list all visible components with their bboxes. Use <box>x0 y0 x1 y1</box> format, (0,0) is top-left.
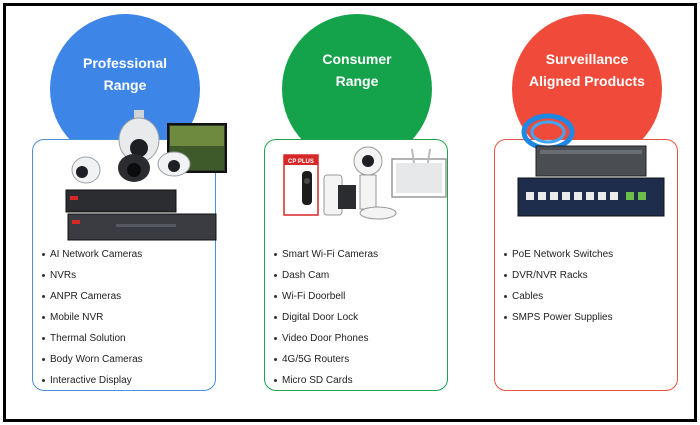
surveillance-aligned-list: PoE Network Switches DVR/NVR Racks Cable… <box>504 244 679 328</box>
surveillance-aligned-heading: Surveillance Aligned Products <box>512 48 662 92</box>
bullet-camera-icon <box>71 151 191 184</box>
infographic-frame: Professional Range <box>3 3 697 422</box>
surveillance-aligned-column: Surveillance Aligned Products <box>490 6 700 419</box>
list-item: Video Door Phones <box>274 328 449 349</box>
list-item: Micro SD Cards <box>274 370 449 391</box>
heading-line-1: Surveillance <box>545 51 629 67</box>
wifi-camera-icon <box>323 146 383 216</box>
professional-range-list: AI Network Cameras NVRs ANPR Cameras Mob… <box>42 244 217 391</box>
professional-products-image <box>65 110 227 241</box>
doorbell-icon <box>302 171 312 205</box>
heading-line-2: Range <box>103 77 147 93</box>
list-item: Wi-Fi Doorbell <box>274 286 449 307</box>
list-item: Dash Cam <box>274 265 449 286</box>
surveillance-products-image <box>517 113 665 217</box>
dome-camera-icon <box>118 110 160 163</box>
cp-plus-logo: CP PLUS <box>288 159 314 165</box>
list-item: PoE Network Switches <box>504 244 679 265</box>
video-door-phone-icon <box>391 148 447 198</box>
consumer-range-list: Smart Wi-Fi Cameras Dash Cam Wi-Fi Doorb… <box>274 244 449 391</box>
dvr-rack-icon <box>535 145 647 177</box>
list-item: ANPR Cameras <box>42 286 217 307</box>
list-item: NVRs <box>42 265 217 286</box>
poe-switch-icon <box>517 177 665 217</box>
nvr-recorder-icon <box>65 189 217 241</box>
heading-line-1: Professional <box>82 55 168 71</box>
list-item: Smart Wi-Fi Cameras <box>274 244 449 265</box>
list-item: SMPS Power Supplies <box>504 307 679 328</box>
cp-plus-box-icon: CP PLUS <box>283 154 319 216</box>
router-icon <box>359 206 397 220</box>
consumer-range-heading: Consumer Range <box>282 48 432 92</box>
list-item: Body Worn Cameras <box>42 349 217 370</box>
list-item: Cables <box>504 286 679 307</box>
list-item: Interactive Display <box>42 370 217 391</box>
list-item: 4G/5G Routers <box>274 349 449 370</box>
professional-range-card <box>32 139 216 391</box>
list-item: DVR/NVR Racks <box>504 265 679 286</box>
list-item: Mobile NVR <box>42 307 217 328</box>
network-cable-icon <box>521 113 575 151</box>
heading-line-2: Aligned Products <box>529 73 645 89</box>
professional-range-column: Professional Range <box>28 6 258 419</box>
heading-line-2: Range <box>335 73 379 89</box>
list-item: AI Network Cameras <box>42 244 217 265</box>
professional-range-heading: Professional Range <box>50 52 200 96</box>
consumer-products-image: CP PLUS <box>283 146 447 220</box>
list-item: Digital Door Lock <box>274 307 449 328</box>
consumer-range-column: Consumer Range CP PLUS <box>260 6 490 419</box>
list-item: Thermal Solution <box>42 328 217 349</box>
heading-line-1: Consumer <box>322 51 392 67</box>
